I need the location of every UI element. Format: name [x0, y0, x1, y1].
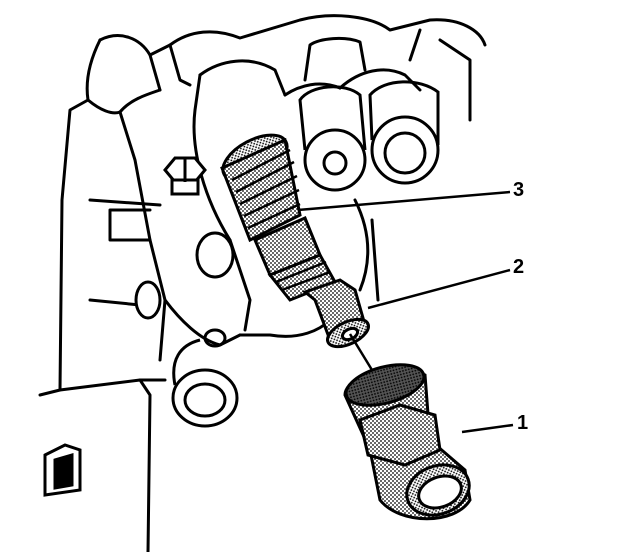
callout-2: 2 [513, 256, 525, 278]
case-slot [43, 443, 82, 497]
callout-1: 1 [517, 412, 529, 434]
driver-nut-2 [301, 278, 374, 371]
leader-line-2 [367, 268, 511, 310]
socket-1 [343, 363, 472, 521]
hex-bolt [163, 156, 207, 196]
installer-tool-3 [220, 133, 338, 302]
leader-line-3 [297, 190, 511, 212]
callout-3: 3 [513, 179, 525, 201]
leader-lines [297, 190, 514, 434]
leader-line-1 [461, 423, 514, 434]
housing-bosses [134, 80, 440, 428]
